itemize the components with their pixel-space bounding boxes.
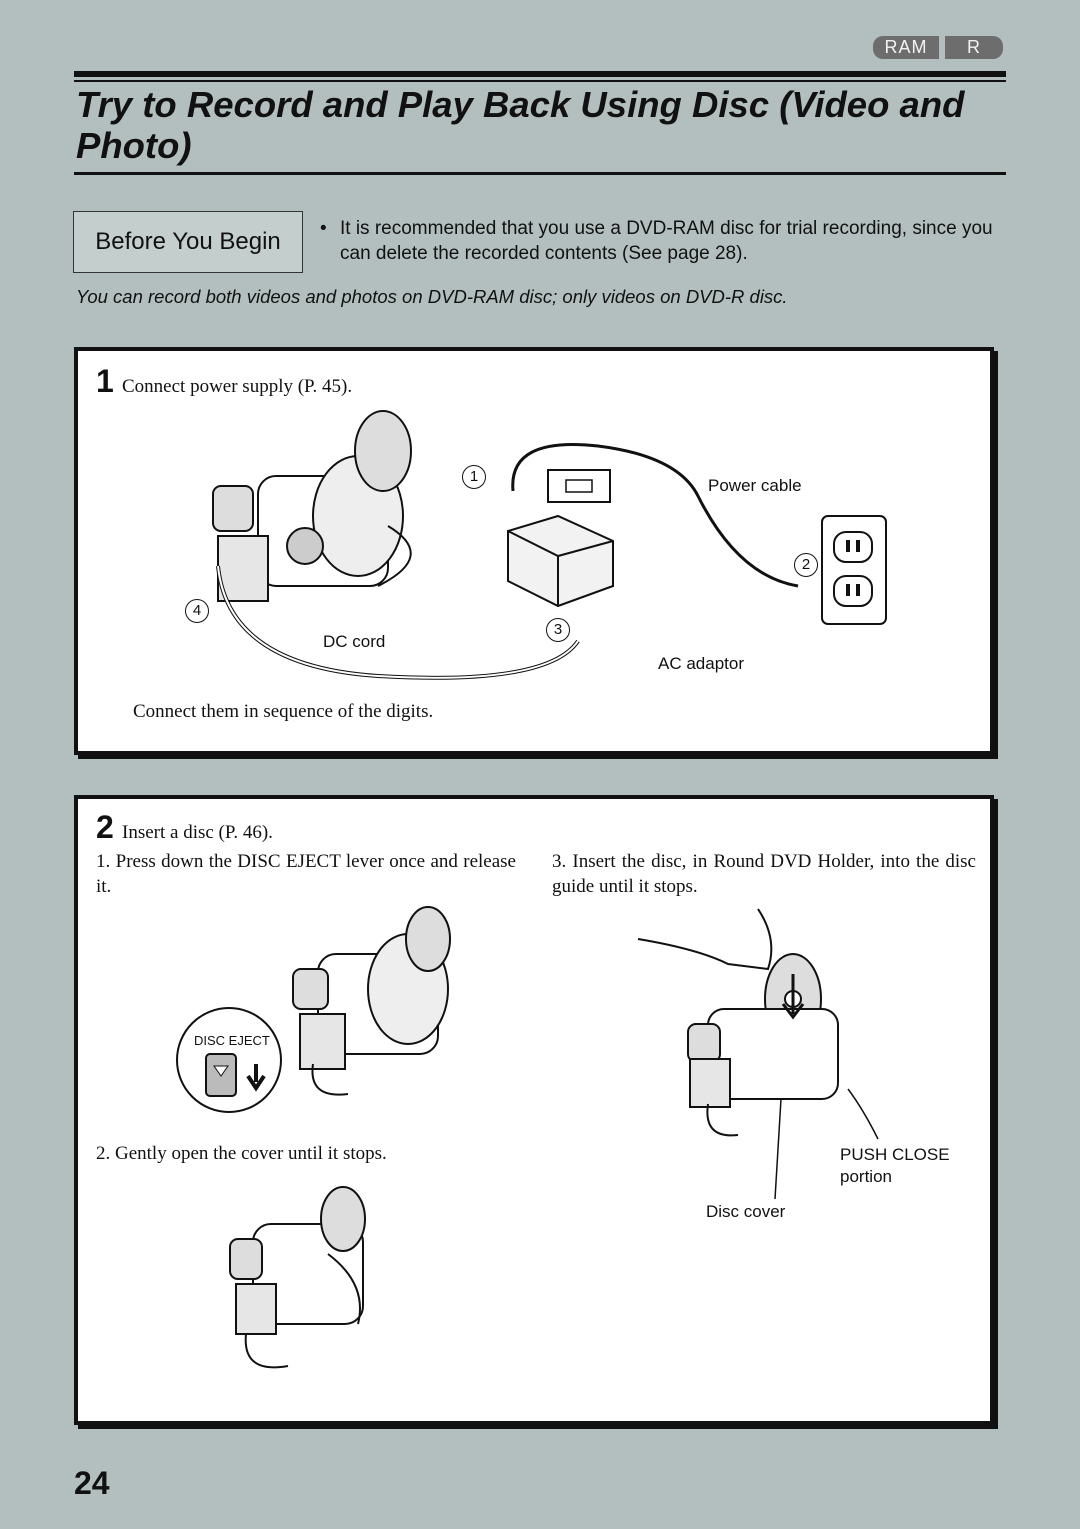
- step2-substep-3: 3. Insert the disc, in Round DVD Holder,…: [552, 851, 976, 897]
- recommendation-text: It is recommended that you use a DVD-RAM…: [340, 218, 993, 264]
- before-you-begin-heading: Before You Begin: [73, 211, 303, 273]
- push-close-label: PUSH CLOSE: [840, 1145, 950, 1164]
- dc-cord-line: [216, 565, 580, 680]
- camcorder-illustration: [212, 410, 412, 602]
- top-rule: [74, 71, 1006, 77]
- step2-panel: 2 Insert a disc (P. 46). 1. Press down t…: [74, 795, 994, 1425]
- top-rule-thin: [74, 80, 1006, 82]
- disc-note: You can record both videos and photos on…: [76, 286, 788, 307]
- disc-type-badges: RAM R: [873, 36, 1003, 59]
- step2-substep-1: 1. Press down the DISC EJECT lever once …: [96, 851, 516, 897]
- step-marker-4: 4: [185, 599, 209, 623]
- wall-socket-illustration: [821, 515, 887, 625]
- title-rule: [74, 172, 1006, 175]
- disc-eject-callout: [176, 1007, 282, 1113]
- step1-caption: Connect them in sequence of the digits.: [133, 701, 434, 722]
- camcorder-eject-illustration: [292, 906, 451, 1096]
- power-cable-line: [511, 442, 799, 588]
- insert-disc-illustration: [637, 908, 879, 1200]
- step-marker-1: 1: [462, 465, 486, 489]
- step2-number: 2: [96, 809, 114, 845]
- portion-label: portion: [840, 1167, 892, 1186]
- step2-label: Insert a disc (P. 46).: [122, 822, 273, 843]
- bullet: •: [320, 218, 327, 239]
- ram-badge: RAM: [873, 36, 939, 59]
- step-marker-2: 2: [794, 553, 818, 577]
- step-marker-3: 3: [546, 618, 570, 642]
- page-number: 24: [74, 1465, 110, 1501]
- ac-adaptor-label: AC adaptor: [658, 654, 744, 673]
- page-title: Try to Record and Play Back Using Disc (…: [76, 84, 965, 166]
- step1-number: 1: [96, 363, 114, 399]
- power-cable-label: Power cable: [708, 476, 802, 495]
- step1-panel: 1 Connect power supply (P. 45).: [74, 347, 994, 755]
- r-badge: R: [945, 36, 1003, 59]
- ac-adaptor-illustration: [507, 514, 614, 608]
- disc-cover-label: Disc cover: [706, 1202, 786, 1221]
- before-you-begin-text: • It is recommended that you use a DVD-R…: [320, 216, 1000, 266]
- dc-cord-label: DC cord: [323, 632, 386, 651]
- step2-substep-2: 2. Gently open the cover until it stops.: [96, 1143, 387, 1164]
- disc-eject-label: DISC EJECT: [194, 1033, 270, 1048]
- camcorder-open-cover-illustration: [229, 1186, 366, 1369]
- step1-label: Connect power supply (P. 45).: [122, 376, 353, 397]
